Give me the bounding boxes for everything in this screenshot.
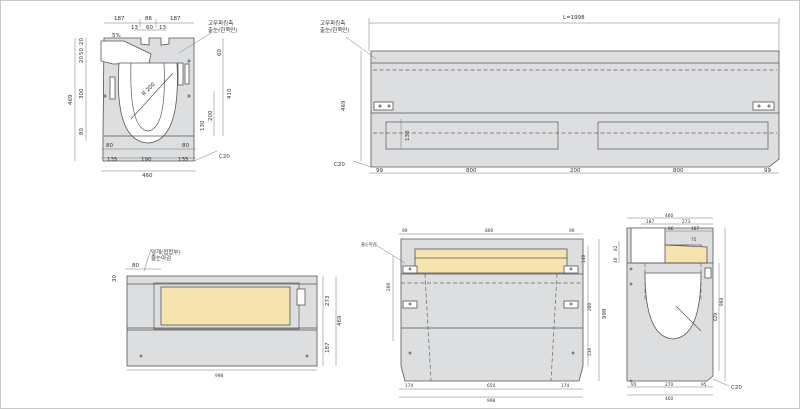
plan-view: 덮개(접합부) 줄눈마감 30 80 273 469 187 998 <box>112 248 343 379</box>
dim-text: 998 <box>719 298 725 306</box>
dim-text: 80 <box>79 128 85 135</box>
dim-text: 800 <box>485 228 493 234</box>
note-text: 출눈(한쪽만) <box>320 26 350 34</box>
bolt-hole-icon <box>757 104 761 108</box>
front-view: 줄눈마감 99 800 99 269 140 280 230 998 174 6… <box>361 228 608 404</box>
dim-text: 620 <box>713 313 719 321</box>
elevation-view: L=1998 고무파킹측 출눈(한쪽만) 469 130 C20 99 800 … <box>320 15 780 174</box>
dim-text: 187 <box>114 16 125 22</box>
dim-text: 280 <box>587 303 593 311</box>
dim-text: 800 <box>673 168 684 174</box>
dim-text: 187 <box>691 226 699 232</box>
dim-text: 86 <box>668 226 674 232</box>
dim-text: 300 <box>79 88 85 99</box>
dim-text: 135 <box>107 157 118 163</box>
dim-text: 174 <box>405 383 413 389</box>
dim-text: 80 <box>182 143 189 149</box>
dim-text: 13 <box>159 25 166 31</box>
dim-text: 187 <box>646 219 654 225</box>
dim-text: 190 <box>141 157 152 163</box>
length-text: L=1998 <box>563 15 585 21</box>
slope-text: 5% <box>112 33 121 39</box>
dim-text: 273 <box>682 219 690 225</box>
dim-text: 998 <box>487 398 495 404</box>
bolt-hole-icon <box>187 59 191 63</box>
bolt-hole-icon <box>103 94 107 98</box>
dim-text: 998 <box>602 308 608 319</box>
dim-text: 99 <box>569 228 575 234</box>
dim-text: 269 <box>386 283 392 291</box>
dim-text: 30 <box>112 275 118 282</box>
bolt-hole-icon <box>378 104 382 108</box>
dim-text: 230 <box>587 348 593 356</box>
dim-text: 13 <box>131 25 138 31</box>
side-view: 460 187 273 86 187 75 82 40 620 998 95 2… <box>613 213 742 402</box>
dim-text: 140 <box>581 255 587 263</box>
dim-text: 60 <box>217 49 223 56</box>
chamfer-text: C20 <box>334 162 345 168</box>
dim-text: 650 <box>487 383 495 389</box>
dim-text: 469 <box>341 100 347 111</box>
dim-text: 135 <box>178 157 189 163</box>
bolt-hole-icon <box>408 351 412 355</box>
bolt-hole-icon <box>139 354 143 358</box>
bolt-hole-icon <box>569 302 573 306</box>
bolt-hole-icon <box>408 267 412 271</box>
bolt-hole-icon <box>629 379 633 383</box>
dim-text: 200 <box>570 168 581 174</box>
bolt-hole-icon <box>569 267 573 271</box>
dim-text: 60 <box>146 25 153 31</box>
bolt-hole-icon <box>387 104 391 108</box>
bolt-hole-icon <box>629 282 633 286</box>
dim-text: 130 <box>200 120 206 131</box>
dim-text: 998 <box>215 373 223 379</box>
dim-text: 460 <box>665 396 673 402</box>
dim-text: 460 <box>665 213 673 219</box>
bolt-hole-icon <box>571 351 575 355</box>
dim-text: 75 <box>691 237 697 243</box>
label-text: 줄눈마감 <box>361 241 377 248</box>
label-text: 줄눈마감 <box>151 254 171 262</box>
dim-text: 130 <box>405 130 411 141</box>
bolt-hole-icon <box>187 94 191 98</box>
bolt-hole-icon <box>767 104 771 108</box>
dim-text: 20 <box>79 56 85 63</box>
note-text: 고무파킹측 <box>320 19 345 27</box>
dim-text: 86 <box>145 16 152 22</box>
dim-text: 469 <box>337 315 343 326</box>
dim-text: 99 <box>402 228 408 234</box>
bolt-hole-icon <box>629 267 633 271</box>
dim-text: 50 <box>79 48 85 55</box>
chamfer-text: C20 <box>219 154 230 160</box>
note-text: 고무파킹측 <box>208 19 233 27</box>
dim-text: 82 <box>613 245 619 251</box>
chamfer-text: C20 <box>731 385 742 391</box>
dim-text: 460 <box>142 173 153 179</box>
dim-text: 800 <box>466 168 477 174</box>
dim-text: 99 <box>376 168 383 174</box>
bolt-hole-icon <box>408 302 412 306</box>
dim-text: 410 <box>227 88 233 99</box>
dim-text: 80 <box>132 263 139 269</box>
dim-text: 200 <box>208 110 214 121</box>
dim-text: 95 <box>701 382 707 388</box>
dim-text: 469 <box>68 94 74 105</box>
dim-text: 20 <box>79 38 85 45</box>
dim-text: 273 <box>325 295 331 306</box>
dim-text: 40 <box>613 257 619 263</box>
dim-text: 187 <box>325 342 331 353</box>
section-view: 187 86 187 13 60 13 5% 고무파킹측 출눈(한쪽만) R 2… <box>68 16 238 179</box>
dim-text: 80 <box>106 143 113 149</box>
bolt-hole-icon <box>305 354 309 358</box>
dim-text: 99 <box>764 168 771 174</box>
label-text: 덮개(접합부) <box>151 248 181 256</box>
dim-text: 95 <box>631 382 637 388</box>
dim-text: 174 <box>561 383 569 389</box>
note-text: 출눈(한쪽만) <box>208 26 238 34</box>
dim-text: 270 <box>665 382 673 388</box>
dim-text: 187 <box>170 16 181 22</box>
